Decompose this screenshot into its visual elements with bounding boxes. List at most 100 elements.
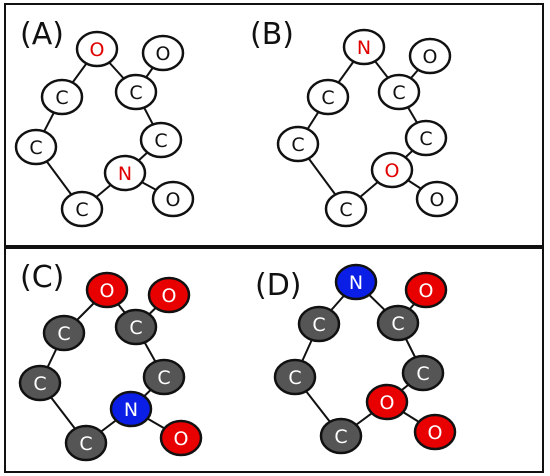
atom-symbol: O [380,392,395,414]
atom-symbol: N [118,163,132,185]
atom-circle [103,154,147,192]
atom-o-o3: O [415,180,459,218]
atom-n-n1: N [334,263,378,301]
atom-c-c4: C [142,358,186,396]
atom-c-c1: C [297,305,341,343]
atom-symbol: O [166,189,181,211]
atom-symbol: C [392,82,405,104]
atom-circle [415,180,459,218]
atom-symbol: C [419,128,432,150]
atom-c-c2: C [114,308,158,346]
atom-symbol: C [321,87,334,109]
atom-c-c1: C [306,78,350,116]
atom-o-o3: O [413,413,457,451]
atom-c-c3: C [14,128,58,166]
atom-symbol: O [423,46,438,68]
atom-c-c2: C [376,304,420,342]
atom-circle [14,128,58,166]
atom-circle [142,358,186,396]
atom-circle [404,119,448,157]
atom-symbol: N [349,272,363,294]
atom-symbol: C [79,433,92,455]
atom-n-n1: N [103,154,147,192]
atom-symbol: C [75,199,88,221]
atom-circle [85,271,129,309]
atom-circle [404,271,448,309]
atom-n-n1: N [109,390,153,428]
atom-circle [324,190,368,228]
atom-symbol: O [90,39,105,61]
atom-o-o3: O [159,419,203,457]
atom-c-c5: C [64,424,108,462]
atom-n-n1: N [342,28,386,66]
atom-circle [401,354,445,392]
atom-o-o2: O [147,276,191,314]
atom-c-c2: C [377,73,421,111]
atom-circle [60,190,104,228]
atom-o-o1: O [370,151,414,189]
atom-symbol: C [129,317,142,339]
atom-circle [139,121,183,159]
atom-circle [365,383,409,421]
atom-circle [114,308,158,346]
atom-c-c4: C [404,119,448,157]
atom-circle [18,364,62,402]
atom-c-c5: C [319,417,363,455]
atom-symbol: C [33,373,46,395]
atom-c-c3: C [18,364,62,402]
atom-circle [377,73,421,111]
atom-circle [334,263,378,301]
panel-label-c: (C) [20,260,64,295]
atom-circle [376,304,420,342]
atom-symbol: C [29,137,42,159]
atom-c-c1: C [40,78,84,116]
atom-symbol: O [430,189,445,211]
atom-circle [297,305,341,343]
atom-o-o2: O [141,34,185,72]
atom-circle [147,276,191,314]
atom-circle [151,180,195,218]
atom-symbol: C [157,367,170,389]
atom-symbol: C [57,323,70,345]
atom-circle [413,413,457,451]
atom-c-c5: C [60,190,104,228]
atom-symbol: C [55,87,68,109]
atom-symbol: N [357,37,371,59]
atom-c-c1: C [42,314,86,352]
atom-symbol: C [129,82,142,104]
atom-circle [319,417,363,455]
panel-label-b: (B) [250,17,294,52]
atom-symbol: O [156,43,171,65]
atom-c-c3: C [276,125,320,163]
atom-symbol: C [416,363,429,385]
atom-o-o1: O [365,383,409,421]
atom-c-c5: C [324,190,368,228]
atom-circle [141,34,185,72]
atom-symbol: O [162,285,177,307]
atom-symbol: O [428,422,443,444]
atom-symbol: N [124,399,138,421]
atom-circle [408,37,452,75]
atom-symbol: O [419,280,434,302]
atom-o-o2: O [404,271,448,309]
atom-circle [42,314,86,352]
atom-circle [276,125,320,163]
atom-symbol: C [154,130,167,152]
atom-symbol: C [391,313,404,335]
atom-symbol: O [385,160,400,182]
atom-symbol: C [291,134,304,156]
atom-c-c4: C [139,121,183,159]
panel-label-d: (D) [255,268,302,303]
atom-circle [370,151,414,189]
atom-symbol: C [312,314,325,336]
atom-symbol: O [174,428,189,450]
atom-o-o1: O [85,271,129,309]
atom-symbol: C [334,426,347,448]
atom-circle [64,424,108,462]
atom-circle [273,358,317,396]
atom-symbol: O [100,280,115,302]
atom-circle [40,78,84,116]
